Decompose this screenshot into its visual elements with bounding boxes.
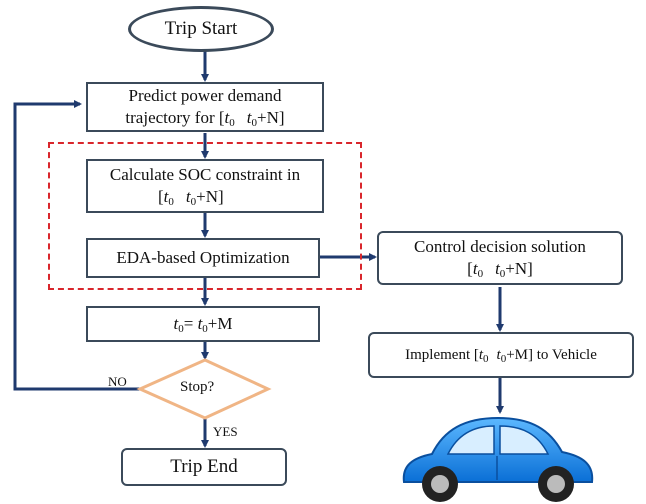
calc-line1: Calculate SOC constraint in [109,165,301,184]
predict-line1: Predict power demand [128,86,282,105]
trip-start-label: Trip Start [164,18,238,39]
no-label: NO [108,374,127,389]
optimization-region [48,142,362,290]
control-line1: Control decision solution [414,237,586,256]
arrow-no-loop [13,100,140,391]
yes-label: YES [213,424,238,439]
update-label: t0= t0+M [173,314,233,335]
car-icon [402,416,594,502]
trip-start-node: Trip Start [128,6,274,52]
stop-label: Stop? [180,379,215,395]
trip-end-label: Trip End [170,456,238,477]
update-t0-box: t0= t0+M [86,306,320,342]
eda-label: EDA-based Optimization [116,248,290,267]
trip-end-box: Trip End [121,448,287,486]
eda-optimization-box: EDA-based Optimization [86,238,320,278]
stop-decision-shape [136,358,272,420]
